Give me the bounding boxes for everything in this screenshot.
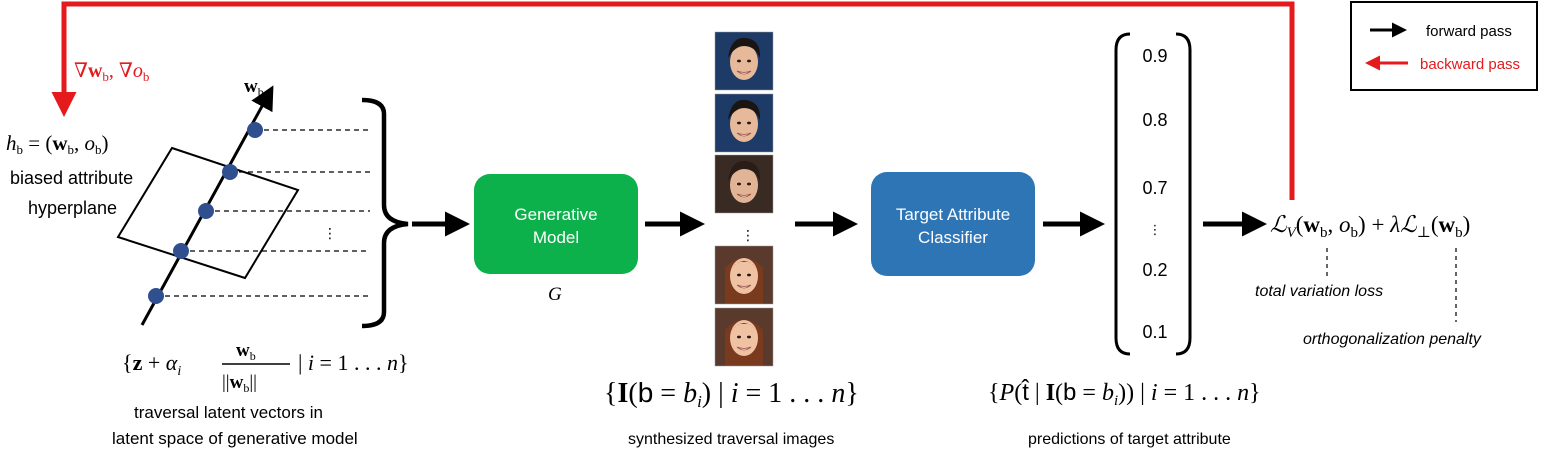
axis-label: wb (244, 76, 264, 99)
latent-point (148, 288, 164, 304)
prediction-value: ⋮ (1149, 222, 1162, 237)
legend-forward-label: forward pass (1426, 23, 1512, 40)
images-formula: {I(b = bi) | i = 1 . . . n} (604, 377, 859, 411)
generator-symbol: G (548, 284, 562, 305)
latent-point (173, 243, 189, 259)
latent-caption-line2: latent space of generative model (112, 429, 358, 448)
hyperplane-caption-line1: biased attribute (10, 168, 133, 188)
latent-point (222, 164, 238, 180)
prediction-value: 0.1 (1142, 322, 1167, 342)
generator-block: Generative Model (474, 174, 638, 274)
latent-formula: {z + αi wb ||wb|| | i = 1 . . . n} (122, 340, 409, 395)
hyperplane-caption-line2: hyperplane (28, 198, 117, 218)
backward-pass-loop (51, 1, 1295, 200)
face-image (714, 93, 774, 153)
gradient-label: ∇wb, ∇ob (74, 60, 149, 84)
predictions-formula: {P(t̂ | I(b = bi)) | i = 1 . . . n} (988, 379, 1261, 409)
projection-lines (156, 129, 370, 297)
hyperplane-shape (116, 146, 300, 280)
left-bracket (1114, 32, 1131, 356)
tv-label: total variation loss (1255, 283, 1383, 300)
prediction-value: 0.2 (1142, 260, 1167, 280)
generator-label-line1: Generative (514, 205, 597, 224)
face-image (714, 307, 774, 367)
prediction-value: 0.8 (1142, 110, 1167, 130)
svg-text:{z + αi: {z + αi (122, 350, 181, 379)
svg-text:{P(t̂ | I(b = bi)) | i = 1 . .: {P(t̂ | I(b = bi)) | i = 1 . . . n} (988, 379, 1261, 409)
latent-point (198, 203, 214, 219)
latent-brace (361, 97, 409, 329)
latent-caption-line1: traversal latent vectors in (134, 403, 323, 422)
latent-ellipsis: ⋮ (323, 225, 337, 241)
classifier-label-line2: Classifier (918, 228, 988, 247)
svg-text:{I(b = bi) | i = 1 . . . n}: {I(b = bi) | i = 1 . . . n} (604, 377, 859, 411)
images-caption: synthesized traversal images (628, 431, 834, 448)
latent-points (148, 122, 263, 304)
classifier-block: Target Attribute Classifier (871, 172, 1035, 276)
legend-backward-label: backward pass (1420, 56, 1520, 73)
orth-label: orthogonalization penalty (1303, 331, 1482, 348)
legend: forward pass backward pass (1350, 1, 1538, 91)
svg-text:||wb||: ||wb|| (222, 372, 257, 395)
face-image (714, 154, 774, 214)
prediction-value: 0.9 (1142, 46, 1167, 66)
face-stack (714, 31, 774, 367)
latent-point (247, 122, 263, 138)
generator-label-line2: Model (533, 228, 579, 247)
prediction-value: 0.7 (1142, 178, 1167, 198)
svg-text:ℒV(wb, ob) + λℒ⊥(wb): ℒV(wb, ob) + λℒ⊥(wb) (1270, 212, 1470, 241)
classifier-label-line1: Target Attribute (896, 205, 1010, 224)
predictions-caption: predictions of target attribute (1028, 431, 1231, 448)
face-image (714, 31, 774, 91)
hyperplane-equation: hb = (wb, ob) (6, 131, 109, 157)
face-image (714, 245, 774, 305)
svg-text:| i = 1 . . . n}: | i = 1 . . . n} (298, 350, 409, 375)
right-bracket (1175, 32, 1192, 356)
loss-formula: ℒV(wb, ob) + λℒ⊥(wb) (1270, 212, 1470, 241)
svg-text:wb: wb (236, 340, 256, 363)
prediction-vector: 0.9 0.8 0.7 ⋮ 0.2 0.1 (1114, 32, 1192, 356)
images-ellipsis: ⋮ (741, 227, 755, 243)
